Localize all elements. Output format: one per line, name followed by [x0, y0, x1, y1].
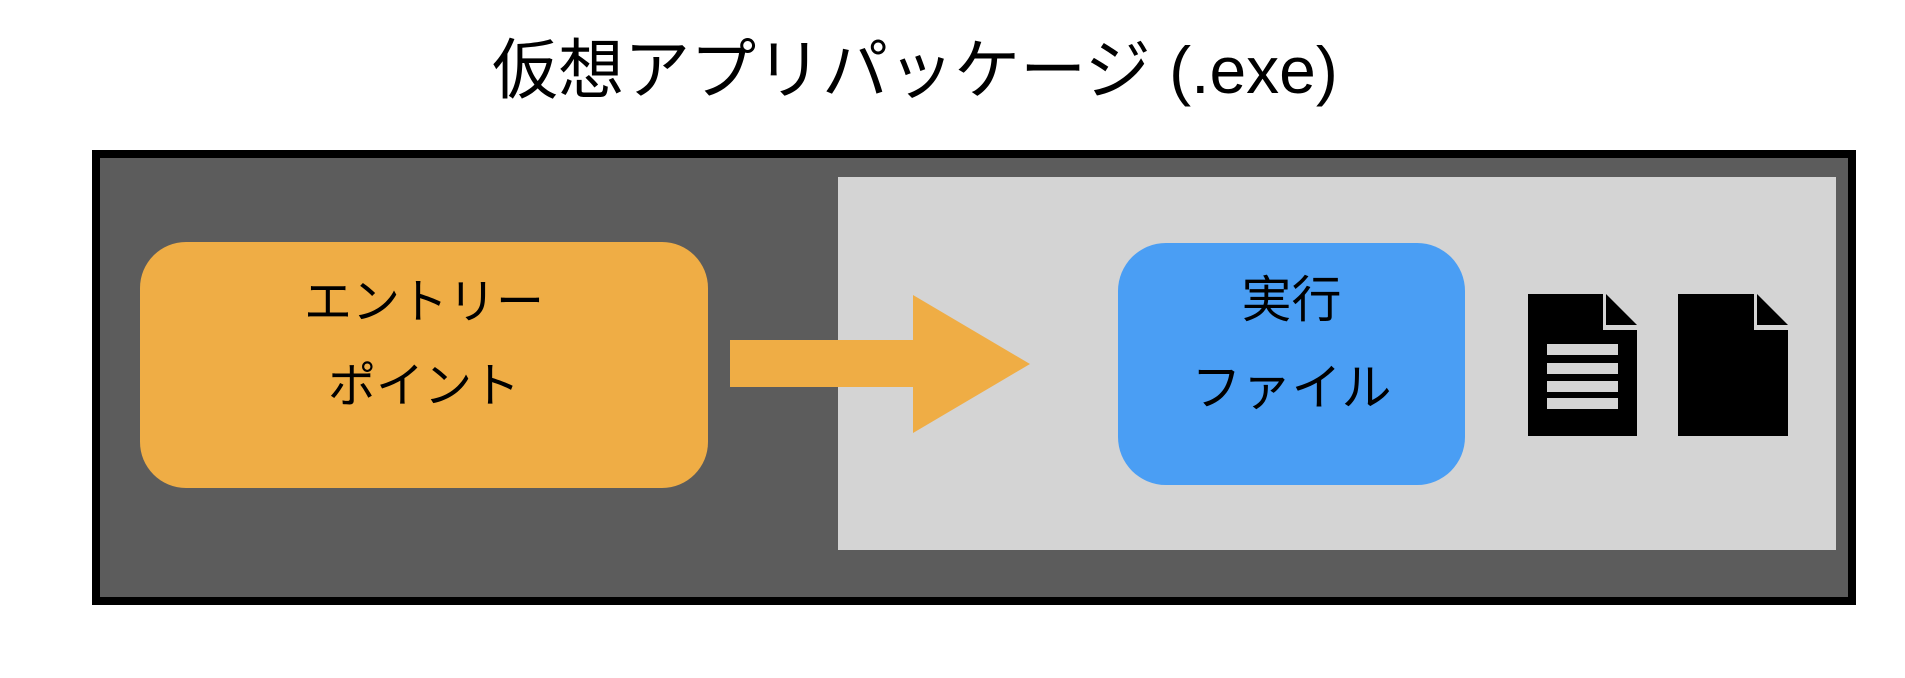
- blank-document-icon-body: [1678, 294, 1788, 436]
- text-document-icon: [1528, 294, 1637, 436]
- executable-node: 実行 ファイル: [1118, 243, 1465, 485]
- entry-point-node: エントリー ポイント: [140, 242, 708, 488]
- executable-label-line2: ファイル: [1191, 360, 1392, 416]
- executable-label-line1: 実行: [1241, 272, 1342, 328]
- entry-point-label-line2: ポイント: [327, 360, 520, 413]
- flow-arrow-shape: [730, 295, 1030, 433]
- text-document-icon-lines: [1547, 344, 1618, 409]
- blank-document-icon: [1678, 294, 1788, 436]
- entry-point-label-line1: エントリー: [303, 276, 544, 329]
- diagram-title: 仮想アプリパッケージ (.exe): [492, 33, 1338, 107]
- flow-arrow-icon: [730, 295, 1030, 433]
